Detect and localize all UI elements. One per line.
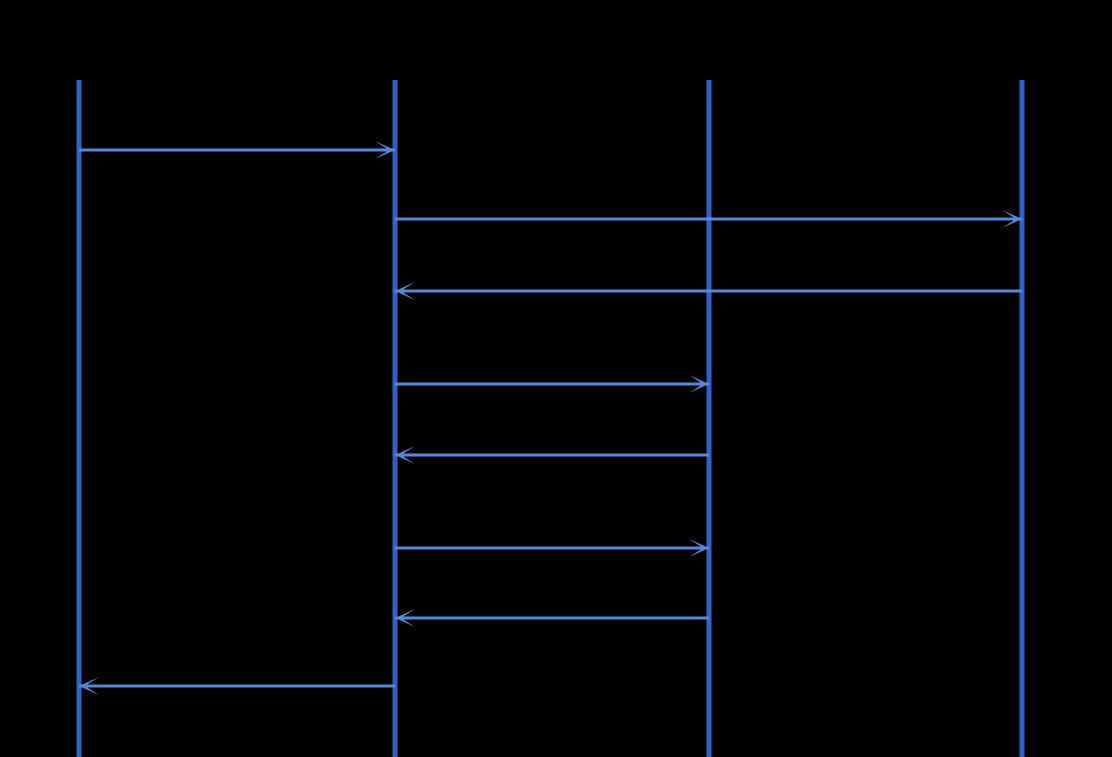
messages-group [79, 141, 1022, 695]
message-4[interactable] [395, 375, 709, 393]
message-8[interactable] [79, 677, 395, 695]
lifeline-p3[interactable] [706, 80, 712, 757]
message-2[interactable] [395, 210, 1022, 228]
arrowhead-left [395, 446, 415, 464]
lifeline-activation-bar[interactable] [706, 80, 712, 757]
lifeline-activation-bar[interactable] [1019, 80, 1025, 757]
arrowhead-left [395, 282, 415, 300]
arrowhead-right [375, 141, 395, 159]
arrowhead-right [689, 539, 709, 557]
message-6[interactable] [395, 539, 709, 557]
lifeline-p2[interactable] [392, 80, 398, 757]
lifeline-p4[interactable] [1019, 80, 1025, 757]
lifeline-activation-bar[interactable] [392, 80, 398, 757]
message-5[interactable] [395, 446, 709, 464]
arrowhead-left [395, 609, 415, 627]
lifelines-group [76, 80, 1025, 757]
message-1[interactable] [79, 141, 395, 159]
lifeline-activation-bar[interactable] [76, 80, 82, 757]
message-3[interactable] [395, 282, 1022, 300]
lifeline-p1[interactable] [76, 80, 82, 757]
arrowhead-left [79, 677, 99, 695]
arrowhead-right [689, 375, 709, 393]
arrowhead-right [1002, 210, 1022, 228]
message-7[interactable] [395, 609, 709, 627]
